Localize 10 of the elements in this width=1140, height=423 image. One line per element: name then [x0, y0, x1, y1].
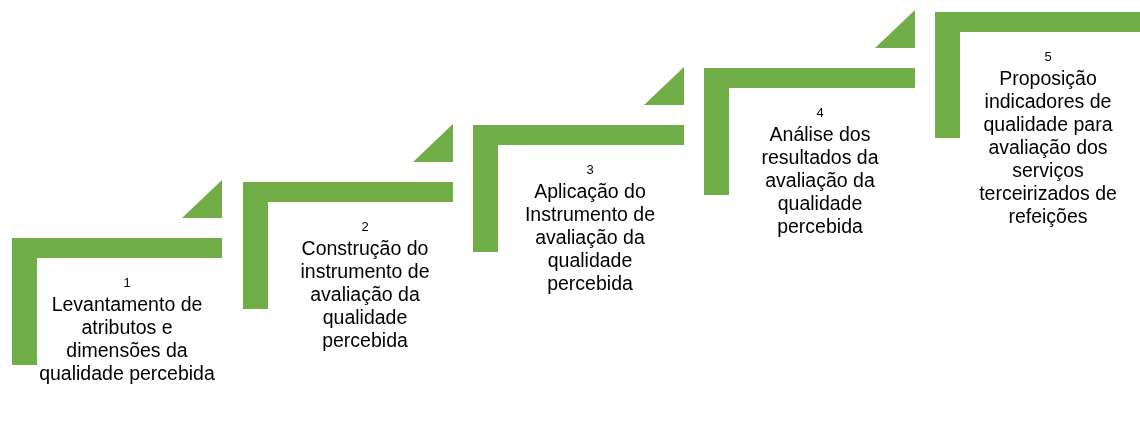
step-description: Análise dos resultados da avaliação da qualidade percebida	[760, 123, 880, 238]
step-number: 1	[122, 275, 132, 291]
step-number: 5	[1043, 49, 1053, 65]
step-description: Construção do instrumento de avaliação da qualidade percebida	[299, 237, 431, 352]
step-description: Proposição indicadores de qualidade para avaliação dos serviços terceirizados de refeições	[978, 67, 1118, 228]
step-description: Aplicação do Instrumento de avaliação da qualidade percebida	[523, 180, 657, 295]
step-number: 4	[815, 105, 825, 121]
step-number: 3	[585, 162, 595, 178]
step-description: Levantamento de atributos e dimensões da qualidade percebida	[38, 293, 216, 385]
step-number: 2	[360, 219, 370, 235]
